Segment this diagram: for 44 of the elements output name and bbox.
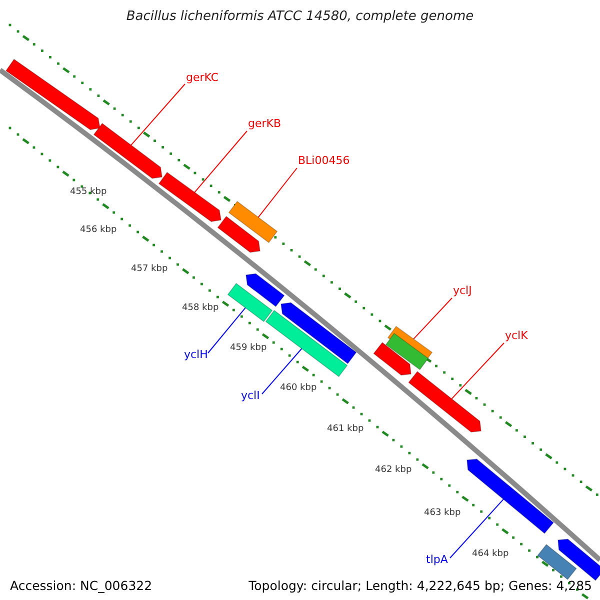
gene-feature bbox=[5, 59, 100, 130]
scale-label: 459 kbp bbox=[230, 343, 267, 354]
gene-feature bbox=[537, 544, 577, 580]
scale-label: 462 kbp bbox=[375, 465, 412, 476]
accession-text: Accession: NC_006322 bbox=[10, 578, 152, 593]
leader-line bbox=[450, 498, 504, 558]
scale-label: 461 kbp bbox=[327, 424, 364, 435]
gene-feature bbox=[558, 539, 600, 581]
title: Bacillus licheniformis ATCC 14580, complete genome bbox=[125, 9, 475, 24]
gene-label: yclK bbox=[505, 329, 528, 342]
genome-summary-text: Topology: circular; Length: 4,222,645 bp; Genes: 4,285 bbox=[248, 578, 592, 593]
gene-label: yclJ bbox=[453, 284, 472, 297]
leader-line bbox=[130, 84, 186, 146]
gene-label: tlpA bbox=[426, 553, 448, 566]
scale-label: 456 kbp bbox=[80, 225, 117, 236]
gene-label: yclI bbox=[241, 389, 260, 402]
gene-label: gerKB bbox=[248, 117, 282, 130]
scale-label: 458 kbp bbox=[182, 303, 219, 314]
scale-label: 460 kbp bbox=[280, 383, 317, 394]
gene-label: BLi00456 bbox=[298, 154, 350, 167]
gene-feature bbox=[408, 371, 481, 433]
gene-feature bbox=[217, 216, 260, 253]
gene-feature bbox=[228, 201, 278, 243]
gene-label: gerKC bbox=[186, 71, 219, 84]
gene-feature bbox=[467, 459, 554, 534]
leader-line bbox=[262, 348, 302, 394]
scale-label: 455 kbp bbox=[70, 187, 107, 198]
gene-feature bbox=[373, 342, 411, 376]
gene-feature bbox=[385, 333, 429, 370]
gene-feature bbox=[227, 283, 273, 322]
gene-feature bbox=[93, 123, 162, 179]
leader-line bbox=[194, 130, 248, 194]
scale-label: 457 kbp bbox=[131, 264, 168, 275]
leader-line bbox=[451, 342, 504, 400]
gene-feature bbox=[246, 273, 285, 307]
scale-label: 464 kbp bbox=[472, 549, 509, 560]
scale-label: 463 kbp bbox=[424, 508, 461, 519]
leader-line bbox=[412, 298, 452, 340]
leader-line bbox=[258, 168, 298, 218]
leader-line bbox=[208, 307, 246, 354]
gene-feature bbox=[158, 172, 221, 222]
gene-feature bbox=[281, 302, 357, 364]
gene-label: yclH bbox=[184, 348, 208, 361]
gene-feature bbox=[265, 310, 348, 377]
